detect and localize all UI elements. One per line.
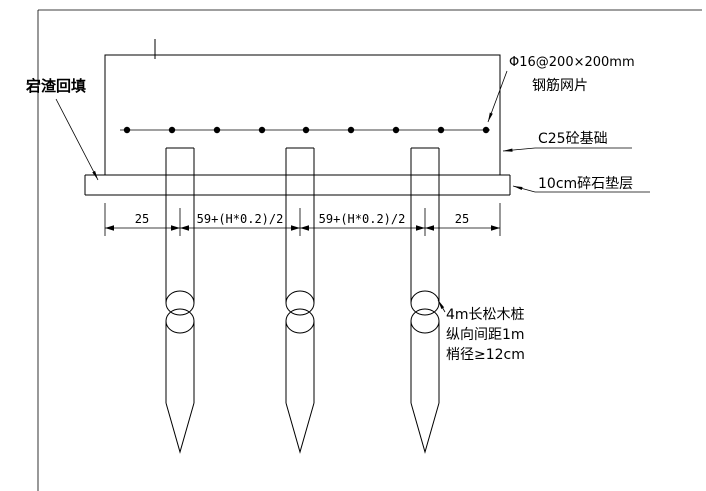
dim-text-span1: 59+(H*0.2)/2 xyxy=(197,212,284,226)
cushion-outline xyxy=(84,174,511,196)
foundation-leader-line xyxy=(502,147,536,152)
pile-spec-line2: 纵向间距1m xyxy=(446,327,525,343)
timber-pile-1 xyxy=(165,147,195,454)
pile-leader-line xyxy=(437,299,446,313)
dimension-arrowheads xyxy=(105,225,500,231)
pile-joint-lower-end xyxy=(285,308,315,334)
dim-text-left-edge: 25 xyxy=(135,212,149,226)
concrete-foundation xyxy=(104,39,501,175)
rebar-mesh xyxy=(120,126,490,134)
mesh-spec-label: Φ16@200×200mm xyxy=(509,55,635,70)
annotation-pile-spec: 4m长松木桩 纵向间距1m 梢径≥12cm xyxy=(437,299,525,363)
foundation-outline xyxy=(104,54,501,175)
pile-joint-upper-end xyxy=(165,290,195,316)
rebar-dot xyxy=(482,126,490,134)
pile-joint-lower-end xyxy=(410,308,440,334)
rebar-dot xyxy=(392,126,400,134)
timber-pile-2 xyxy=(285,147,315,454)
dimension-extension-lines xyxy=(104,203,501,236)
mesh-leader-line xyxy=(487,70,508,123)
rebar-dot xyxy=(258,126,266,134)
pile-spec-line1: 4m长松木桩 xyxy=(446,306,525,323)
pile-spec-line3: 梢径≥12cm xyxy=(446,347,525,363)
rebar-dot xyxy=(168,126,176,134)
annotation-foundation: C25砼基础 xyxy=(502,130,632,152)
backfill-label: 宕渣回填 xyxy=(26,77,86,95)
annotation-rebar-mesh: Φ16@200×200mm 钢筋网片 xyxy=(487,55,635,123)
mesh-name-label: 钢筋网片 xyxy=(532,77,588,94)
pile-upper-shaft xyxy=(410,147,440,303)
foundation-label: C25砼基础 xyxy=(538,130,608,147)
frame-lines xyxy=(37,9,702,491)
rebar-dot xyxy=(123,126,131,134)
pile-lower-shaft-and-tip xyxy=(285,321,315,454)
cushion-label: 10cm碎石垫层 xyxy=(538,176,633,192)
annotation-backfill: 宕渣回填 xyxy=(26,77,99,181)
rebar-dot xyxy=(213,126,221,134)
sheet-frame xyxy=(37,9,702,491)
pile-joint-upper-end xyxy=(410,290,440,316)
pile-lower-shaft-and-tip xyxy=(165,321,195,454)
annotation-cushion: 10cm碎石垫层 xyxy=(512,176,650,193)
rebar-dot xyxy=(347,126,355,134)
pile-joint-lower-end xyxy=(165,308,195,334)
cushion-leader-line xyxy=(512,185,536,193)
dim-text-span2: 59+(H*0.2)/2 xyxy=(319,212,406,226)
dimension-chain: 25 59+(H*0.2)/2 59+(H*0.2)/2 25 xyxy=(104,203,501,236)
timber-pile-3 xyxy=(410,147,440,454)
gravel-cushion-layer xyxy=(84,174,511,196)
backfill-leader-line xyxy=(55,98,99,181)
rebar-dot xyxy=(437,126,445,134)
pile-lower-shaft-and-tip xyxy=(410,321,440,454)
rebar-dot xyxy=(302,126,310,134)
pile-upper-shaft xyxy=(165,147,195,303)
pile-joint-upper-end xyxy=(285,290,315,316)
pile-upper-shaft xyxy=(285,147,315,303)
dim-text-right-edge: 25 xyxy=(455,212,469,226)
